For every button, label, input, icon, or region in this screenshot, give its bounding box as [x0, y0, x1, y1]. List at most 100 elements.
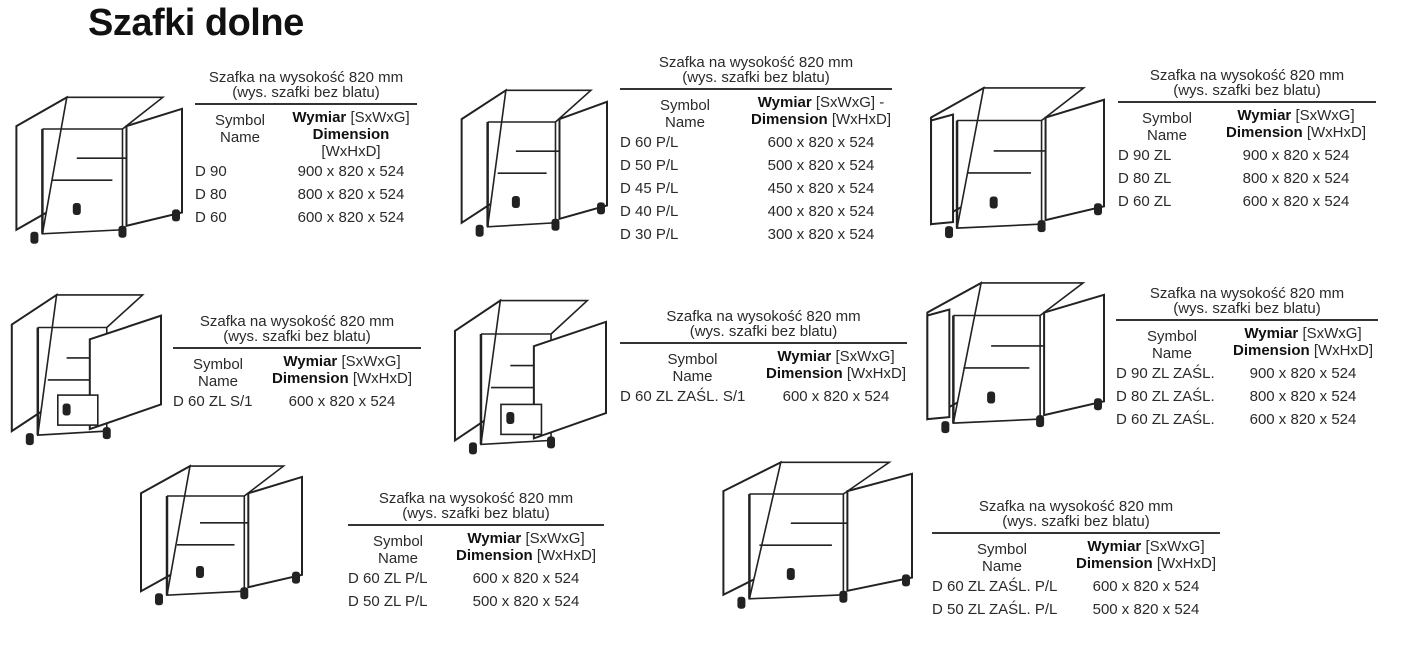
table-row: D 60 ZL 600 x 820 x 524	[1118, 190, 1376, 213]
cabinet-leg	[989, 196, 998, 209]
caption: Szafka na wysokość 820 mm (wys. szafki b…	[1118, 68, 1376, 98]
table-row: D 60 ZL ZAŚL. S/1 600 x 820 x 524	[620, 385, 907, 408]
caption-height: Szafka na wysokość 820 mm	[978, 498, 1174, 515]
cabinet-leg	[941, 421, 950, 434]
header-wxhxd: [WxHxD]	[846, 365, 907, 382]
header-wymiar: Wymiar	[1087, 538, 1142, 555]
divider	[620, 88, 892, 90]
caption-height: Szafka na wysokość 820 mm	[208, 69, 404, 86]
caption-note: (wys. szafki bez blatu)	[689, 323, 838, 340]
header-sxwxg: [SxWxG]	[341, 353, 401, 370]
symbol-cell: D 80 ZL	[1118, 170, 1172, 187]
dimension-cell: 300 x 820 x 524	[767, 226, 875, 243]
dimension-cell: 600 x 820 x 524	[1092, 578, 1200, 595]
cabinet-illustration	[15, 95, 183, 244]
table-row: D 45 P/L 450 x 820 x 524	[620, 177, 892, 200]
cabinet-illustration	[460, 88, 608, 237]
dimension-cell: 600 x 820 x 524	[1242, 193, 1350, 210]
table-row: D 60 P/L 600 x 820 x 524	[620, 131, 892, 154]
header-dimension: Dimension	[1075, 555, 1153, 572]
cabinet-leg	[547, 436, 556, 449]
header-wymiar: Wymiar	[777, 348, 832, 365]
cabinet-leg	[72, 203, 81, 215]
divider	[932, 532, 1220, 534]
page-title: Szafki dolne	[88, 2, 304, 44]
dimension-cell: 450 x 820 x 524	[767, 180, 875, 197]
cabinet-leg	[118, 225, 127, 238]
cabinet-leg	[1094, 203, 1102, 216]
header-dimension: Dimension	[765, 365, 843, 382]
table-row: D 60 ZL S/1 600 x 820 x 524	[173, 390, 421, 413]
header-name: Name	[1146, 127, 1187, 144]
cabinet-leg	[786, 568, 795, 580]
product-table: Szafka na wysokość 820 mm (wys. szafki b…	[932, 499, 1220, 621]
cabinet-leg	[196, 566, 204, 578]
header-wymiar: Wymiar	[292, 109, 347, 126]
cabinet-leg	[902, 574, 910, 587]
caption-note: (wys. szafki bez blatu)	[232, 84, 380, 101]
cabinet-leg	[30, 231, 39, 244]
header-symbol: Symbol	[214, 112, 266, 129]
caption-note: (wys. szafki bez blatu)	[1173, 82, 1321, 99]
dimension-cell: 600 x 820 x 524	[767, 134, 875, 151]
caption: Szafka na wysokość 820 mm (wys. szafki b…	[620, 55, 892, 85]
caption-note: (wys. szafki bez blatu)	[1173, 300, 1321, 317]
header-wymiar: Wymiar	[467, 530, 522, 547]
cabinet-leg	[737, 596, 746, 609]
product-table: Szafka na wysokość 820 mm (wys. szafki b…	[173, 314, 421, 413]
header-sxwxg: [SxWxG]	[815, 94, 876, 111]
symbol-cell: D 50 ZL P/L	[348, 593, 428, 610]
dimension-cell: 500 x 820 x 524	[472, 593, 580, 610]
cabinet-door	[1044, 98, 1105, 222]
symbol-cell: D 80 ZL ZAŚL.	[1116, 388, 1215, 405]
header-wxhxd: [WxHxD]	[321, 143, 381, 160]
symbol-cell: D 60 ZL	[1118, 193, 1172, 210]
dimension-cell: 800 x 820 x 524	[1249, 388, 1357, 405]
table-header: Symbol Name Wymiar [SxWxG] Dimension [Wx…	[932, 538, 1220, 575]
divider	[1116, 319, 1378, 321]
product-table: Szafka na wysokość 820 mm (wys. szafki b…	[1118, 68, 1376, 213]
symbol-cell: D 80	[195, 186, 227, 203]
dimension-cell: 400 x 820 x 524	[767, 203, 875, 220]
symbol-cell: D 40 P/L	[620, 203, 679, 220]
header-wymiar: Wymiar	[757, 94, 812, 111]
caption: Szafka na wysokość 820 mm (wys. szafki b…	[1116, 286, 1378, 316]
header-wxhxd: [WxHxD]	[352, 370, 413, 387]
cabinet-leg	[511, 196, 520, 208]
symbol-cell: D 30 P/L	[620, 226, 679, 243]
table-row: D 30 P/L 300 x 820 x 524	[620, 223, 892, 246]
symbol-cell: D 90 ZL	[1118, 147, 1172, 164]
cabinet-door	[558, 100, 608, 221]
product-table: Szafka na wysokość 820 mm (wys. szafki b…	[195, 70, 417, 229]
cabinet-illustration	[722, 460, 913, 609]
cabinet-leg	[551, 218, 560, 231]
dimension-cell: 600 x 820 x 524	[472, 570, 580, 587]
cabinet-door-left	[930, 113, 955, 226]
cabinet-leg	[839, 590, 848, 603]
cabinet-leg	[987, 391, 996, 404]
product-table: Szafka na wysokość 820 mm (wys. szafki b…	[620, 309, 907, 408]
header-sxwxg: [SxWxG]	[835, 348, 895, 365]
dimension-cell: 600 x 820 x 524	[288, 393, 396, 410]
header-wxhxd: [WxHxD]	[831, 111, 892, 128]
cabinet-body	[956, 87, 1087, 229]
cabinet-leg	[62, 403, 71, 416]
table-row: D 80 ZL ZAŚL. 800 x 820 x 524	[1116, 385, 1378, 408]
dimension-cell: 500 x 820 x 524	[767, 157, 875, 174]
cabinet-door	[125, 107, 183, 228]
symbol-cell: D 45 P/L	[620, 180, 679, 197]
header-sxwxg: [SxWxG]	[350, 109, 410, 126]
table-row: D 80 800 x 820 x 524	[195, 183, 417, 206]
symbol-cell: D 60	[195, 209, 227, 226]
table-row: D 60 ZL ZAŚL. 600 x 820 x 524	[1116, 408, 1378, 431]
divider	[195, 103, 417, 105]
cabinet-illustration	[10, 293, 162, 446]
cabinet-leg	[1036, 415, 1045, 428]
caption-note: (wys. szafki bez blatu)	[682, 69, 830, 86]
cabinet-leg	[1037, 220, 1046, 233]
symbol-cell: D 60 ZL P/L	[348, 570, 428, 587]
caption-height: Szafka na wysokość 820 mm	[658, 54, 854, 71]
cabinet-illustration	[453, 298, 607, 455]
product-table: Szafka na wysokość 820 mm (wys. szafki b…	[348, 491, 604, 613]
header-dimension: Dimension	[1232, 342, 1310, 359]
